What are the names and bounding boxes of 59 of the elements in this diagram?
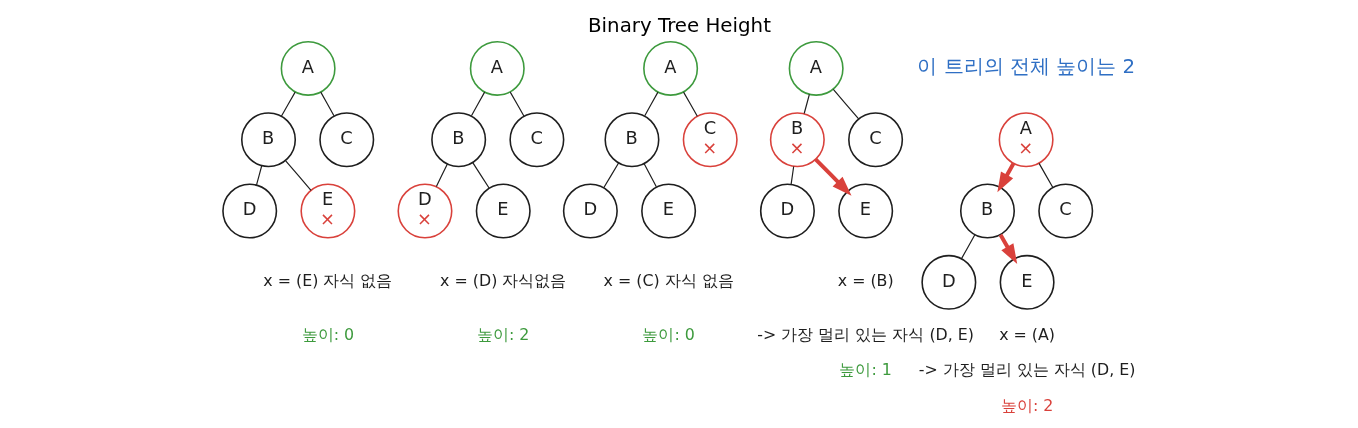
- connector: [471, 162, 490, 189]
- arrow: [996, 162, 1015, 193]
- node-circle: C: [847, 112, 903, 168]
- diagram-title: Binary Tree Height: [587, 13, 771, 37]
- node-circle: E ×: [299, 183, 355, 239]
- connector: [602, 162, 619, 189]
- connector: [803, 93, 810, 115]
- label: -> 가장 멀리 있는 자식 (D, E): [918, 360, 1135, 380]
- label: 높이: 1: [838, 360, 892, 380]
- connector: [319, 91, 335, 117]
- connector: [1038, 162, 1053, 189]
- node-circle: E: [837, 183, 893, 239]
- label: 높이: 2: [476, 324, 529, 344]
- label: x = (D) 자식없음: [439, 271, 566, 291]
- node-circle: D: [920, 254, 976, 310]
- node-circle: B ×: [769, 112, 825, 168]
- label: x = (B): [837, 271, 894, 291]
- connector: [832, 88, 859, 120]
- node-circle: B: [959, 183, 1015, 239]
- connector: [643, 163, 657, 188]
- arrow: [813, 157, 852, 196]
- node-circle: E: [475, 183, 531, 239]
- node-circle: A ×: [998, 112, 1054, 168]
- node-circle: D ×: [396, 183, 453, 239]
- node-circle: A: [280, 40, 336, 96]
- node-circle: B: [240, 112, 296, 168]
- connector: [435, 163, 448, 188]
- node-circle: E: [999, 254, 1055, 310]
- node-circle: A: [469, 40, 525, 96]
- arrow: [998, 233, 1017, 265]
- node-circle: A: [642, 40, 698, 96]
- node-circle: C: [508, 112, 564, 168]
- connector: [284, 160, 312, 191]
- node-circle: B: [603, 112, 659, 168]
- label: x = (C) 자식 없음: [603, 271, 734, 291]
- label: 높이: 2: [1000, 395, 1053, 415]
- connector: [960, 234, 975, 259]
- node-circle: C ×: [682, 112, 738, 168]
- node-circle: E: [640, 183, 696, 239]
- connector: [790, 165, 794, 186]
- node-circle: C: [1037, 183, 1093, 239]
- node-circle: D: [562, 183, 618, 239]
- node-circle: C: [318, 112, 374, 168]
- node-circle: D: [221, 183, 277, 239]
- label: 높이: 0: [301, 324, 354, 344]
- label: 이 트리의 전체 높이는 2: [916, 55, 1135, 79]
- connector: [470, 91, 485, 117]
- connector: [682, 91, 698, 117]
- connector: [280, 91, 296, 117]
- node-circle: B: [430, 112, 486, 168]
- connector: [509, 91, 525, 117]
- label: 높이: 0: [641, 324, 695, 344]
- label: x = (E) 자식 없음: [262, 271, 392, 291]
- connector: [643, 91, 659, 117]
- label: x = (A): [998, 324, 1055, 344]
- connector: [255, 165, 262, 186]
- node-circle: D: [759, 183, 815, 239]
- node-circle: A: [788, 40, 844, 96]
- label: -> 가장 멀리 있는 자식 (D, E): [756, 324, 974, 344]
